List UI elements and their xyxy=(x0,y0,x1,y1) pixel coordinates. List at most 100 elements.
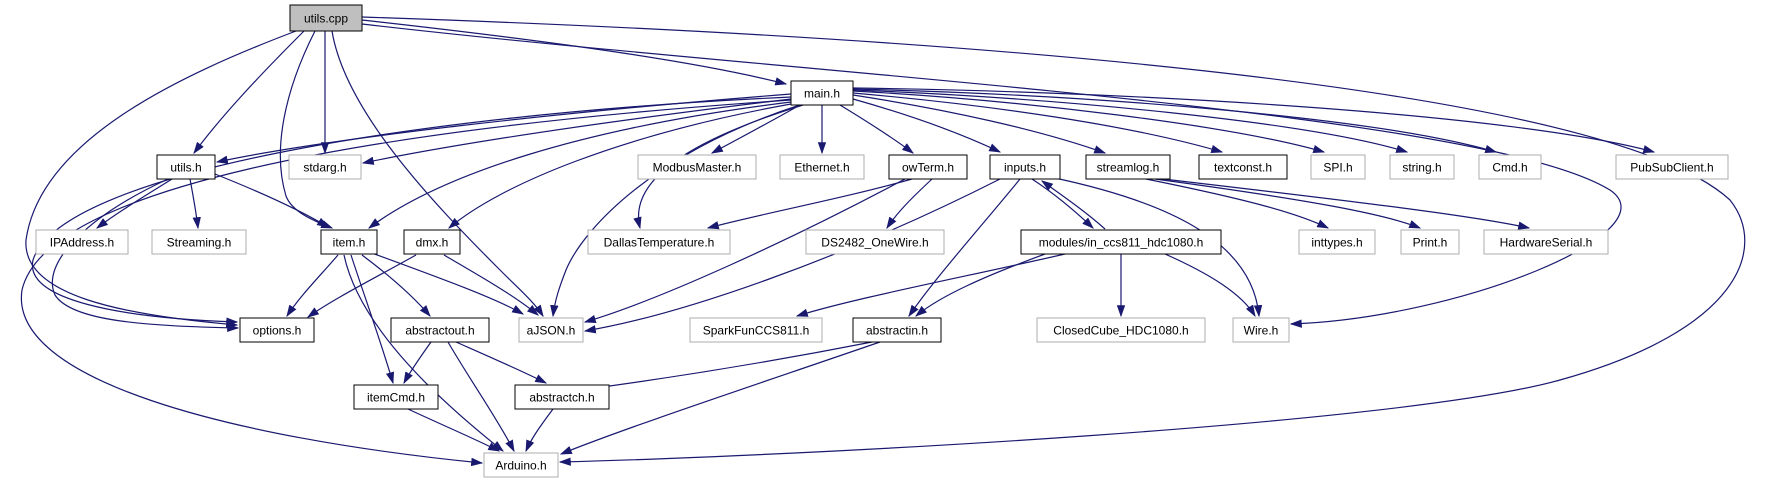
edge-modules/in_ccs811_hdc1080.h-to-SparkFunCCS811.h xyxy=(795,253,1066,317)
edge-abstractch.h-to-Arduino.h xyxy=(525,408,554,453)
node-DS2482_OneWire.h[interactable]: DS2482_OneWire.h xyxy=(805,229,945,255)
node-item.h[interactable]: item.h xyxy=(320,229,378,255)
edge-abstractout.h-to-abstractch.h xyxy=(455,341,548,384)
node-box[interactable] xyxy=(239,317,315,343)
node-box[interactable] xyxy=(1389,154,1455,180)
node-label: owTerm.h xyxy=(902,161,954,175)
node-box[interactable] xyxy=(1298,229,1376,255)
node-ClosedCube_HDC1080.h[interactable]: ClosedCube_HDC1080.h xyxy=(1036,317,1206,343)
node-owTerm.h[interactable]: owTerm.h xyxy=(888,154,968,180)
edge-abstractout.h-to-itemCmd.h xyxy=(403,341,432,385)
edge-modules/in_ccs811_hdc1080.h-to-Wire.h xyxy=(1164,253,1256,318)
node-box[interactable] xyxy=(35,229,129,255)
edge-streamlog.h-to-Print.h xyxy=(1154,178,1422,229)
node-box[interactable] xyxy=(1085,154,1171,180)
edge-main.h-to-dmx.h xyxy=(448,103,792,229)
edge-owTerm.h-to-DallasTemperature.h xyxy=(706,178,913,230)
node-label: streamlog.h xyxy=(1097,161,1160,175)
node-label: HardwareSerial.h xyxy=(1500,236,1593,250)
node-inputs.h[interactable]: inputs.h xyxy=(989,154,1061,180)
node-utils.cpp: utils.cpp xyxy=(289,4,363,32)
node-itemCmd.h[interactable]: itemCmd.h xyxy=(353,384,439,410)
edge-dmx.h-to-aJSON.h xyxy=(443,254,539,316)
node-dmx.h[interactable]: dmx.h xyxy=(403,229,461,255)
node-box[interactable] xyxy=(483,452,559,478)
node-label: inputs.h xyxy=(1004,161,1046,175)
node-label: utils.h xyxy=(170,161,201,175)
edge-main.h-to-aJSON.h xyxy=(550,104,801,318)
node-box[interactable] xyxy=(403,229,461,255)
node-SPI.h[interactable]: SPI.h xyxy=(1310,154,1366,180)
node-SparkFunCCS811.h[interactable]: SparkFunCCS811.h xyxy=(689,317,823,343)
node-box[interactable] xyxy=(1020,229,1222,255)
edge-utils.h-to-options.h xyxy=(51,178,240,332)
node-box[interactable] xyxy=(989,154,1061,180)
node-box[interactable] xyxy=(852,317,942,343)
node-label: itemCmd.h xyxy=(367,391,425,405)
node-label: ModbusMaster.h xyxy=(653,161,742,175)
node-IPAddress.h[interactable]: IPAddress.h xyxy=(35,229,129,255)
node-box[interactable] xyxy=(518,317,584,343)
node-box[interactable] xyxy=(1198,154,1288,180)
node-box[interactable] xyxy=(1310,154,1366,180)
node-box[interactable] xyxy=(1478,154,1542,180)
edge-main.h-to-item.h xyxy=(368,101,792,229)
edge-inputs.h-to-aJSON.h xyxy=(583,178,1001,334)
node-box[interactable] xyxy=(637,154,757,180)
node-string.h[interactable]: string.h xyxy=(1389,154,1455,180)
node-box[interactable] xyxy=(390,317,490,343)
node-box[interactable] xyxy=(151,229,247,255)
node-label: stdarg.h xyxy=(303,161,346,175)
node-box[interactable] xyxy=(805,229,945,255)
node-options.h[interactable]: options.h xyxy=(239,317,315,343)
node-box[interactable] xyxy=(1483,229,1609,255)
node-box[interactable] xyxy=(1615,154,1729,180)
node-streamlog.h[interactable]: streamlog.h xyxy=(1085,154,1171,180)
edge-main.h-to-streamlog.h xyxy=(852,94,1107,154)
node-box[interactable] xyxy=(779,154,865,180)
node-abstractout.h[interactable]: abstractout.h xyxy=(390,317,490,343)
node-utils.h[interactable]: utils.h xyxy=(156,154,216,180)
node-box[interactable] xyxy=(1232,317,1290,343)
node-Streaming.h[interactable]: Streaming.h xyxy=(151,229,247,255)
node-box[interactable] xyxy=(156,154,216,180)
node-textconst.h[interactable]: textconst.h xyxy=(1198,154,1288,180)
node-abstractch.h[interactable]: abstractch.h xyxy=(514,384,610,410)
node-box[interactable] xyxy=(288,154,362,180)
node-DallasTemperature.h[interactable]: DallasTemperature.h xyxy=(587,229,731,255)
node-HardwareSerial.h[interactable]: HardwareSerial.h xyxy=(1483,229,1609,255)
node-box[interactable] xyxy=(1036,317,1206,343)
node-aJSON.h[interactable]: aJSON.h xyxy=(518,317,584,343)
node-Print.h[interactable]: Print.h xyxy=(1400,229,1460,255)
node-label: Wire.h xyxy=(1244,324,1279,338)
edge-dmx.h-to-options.h xyxy=(307,254,417,318)
node-Arduino.h[interactable]: Arduino.h xyxy=(483,452,559,478)
node-Ethernet.h[interactable]: Ethernet.h xyxy=(779,154,865,180)
edge-main.h-to-utils.h xyxy=(215,93,792,164)
edge-streamlog.h-to-HardwareSerial.h xyxy=(1162,178,1531,230)
node-inttypes.h[interactable]: inttypes.h xyxy=(1298,229,1376,255)
node-modules/in_ccs811_hdc1080.h[interactable]: modules/in_ccs811_hdc1080.h xyxy=(1020,229,1222,255)
node-stdarg.h[interactable]: stdarg.h xyxy=(288,154,362,180)
edge-main.h-to-string.h xyxy=(852,89,1409,153)
node-box[interactable] xyxy=(320,229,378,255)
node-box[interactable] xyxy=(587,229,731,255)
node-PubSubClient.h[interactable]: PubSubClient.h xyxy=(1615,154,1729,180)
node-box[interactable] xyxy=(514,384,610,410)
node-label: string.h xyxy=(1402,161,1441,175)
node-label: main.h xyxy=(804,87,840,101)
root-node-box xyxy=(289,4,363,32)
edge-owTerm.h-to-DS2482_OneWire.h xyxy=(886,178,933,230)
node-abstractin.h[interactable]: abstractin.h xyxy=(852,317,942,343)
node-label: Ethernet.h xyxy=(794,161,849,175)
node-box[interactable] xyxy=(353,384,439,410)
node-Cmd.h[interactable]: Cmd.h xyxy=(1478,154,1542,180)
edge-abstractout.h-to-Arduino.h xyxy=(447,341,515,453)
node-ModbusMaster.h[interactable]: ModbusMaster.h xyxy=(637,154,757,180)
node-Wire.h[interactable]: Wire.h xyxy=(1232,317,1290,343)
node-box[interactable] xyxy=(888,154,968,180)
node-box[interactable] xyxy=(790,80,854,106)
node-main.h[interactable]: main.h xyxy=(790,80,854,106)
node-box[interactable] xyxy=(1400,229,1460,255)
node-box[interactable] xyxy=(689,317,823,343)
